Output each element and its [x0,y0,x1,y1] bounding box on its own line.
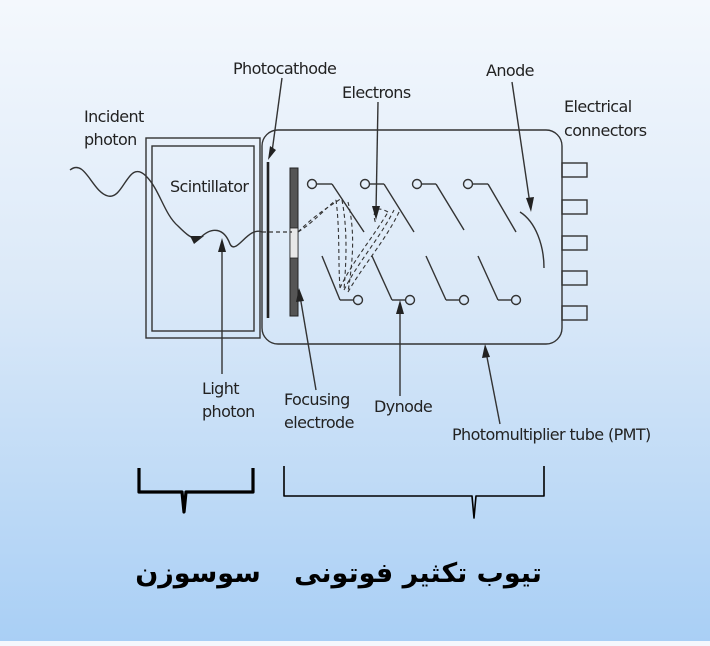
label-electrical-connectors-line1: Electrical [564,97,632,116]
label-anode: Anode [486,61,534,80]
persian-caption-scintillator: سوسوزن [135,558,261,589]
leader-lines [218,77,534,425]
label-focusing-electrode-line2: electrode [284,413,354,432]
label-dynode: Dynode [374,397,432,416]
incident-photon-wave [69,166,201,240]
anode-plate [519,211,545,269]
pmt-tube [261,129,563,345]
label-incident-photon-line1: Incident [84,107,144,126]
brace-scintillator [137,468,255,514]
label-pmt: Photomultiplier tube (PMT) [452,425,651,444]
label-light-photon-line2: photon [202,402,255,421]
focusing-electrode [289,167,299,317]
light-photon-wave [199,229,263,248]
label-photocathode: Photocathode [233,59,336,78]
label-scintillator: Scintillator [170,177,249,196]
incident-photon-arrowhead [190,236,204,244]
scintillator-box [145,137,261,339]
persian-caption-pmt: تیوب تکثیر فوتونی [294,558,542,589]
label-focusing-electrode-line1: Focusing [284,390,350,409]
electrical-connector-pins [561,162,588,321]
brace-pmt [283,466,545,519]
label-electrons: Electrons [342,83,411,102]
label-light-photon-line1: Light [202,379,239,398]
electron-paths [297,197,401,293]
label-electrical-connectors-line2: connectors [564,121,647,140]
label-incident-photon-line2: photon [84,130,137,149]
